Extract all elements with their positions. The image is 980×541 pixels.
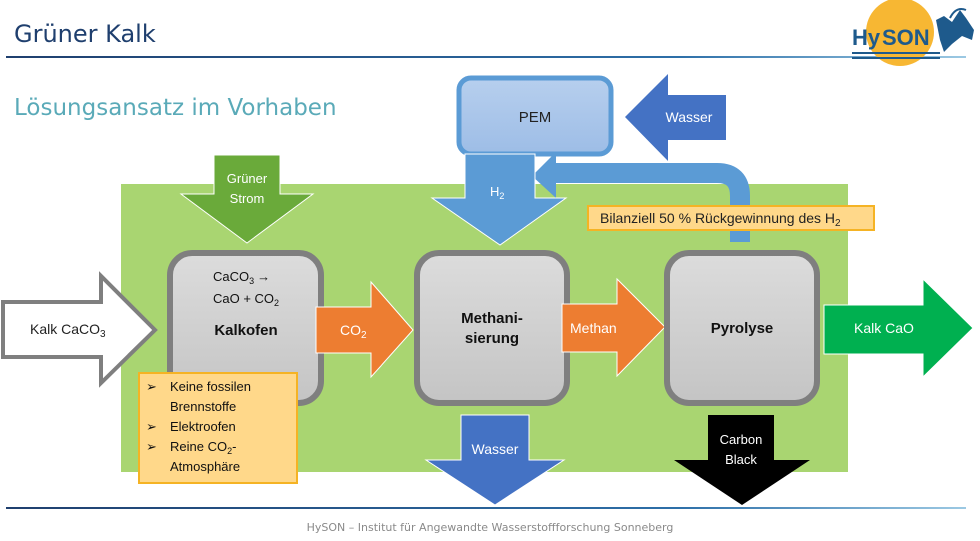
pyrolyse-node: [664, 250, 820, 406]
title-divider: [6, 56, 966, 58]
logo-text-son: SON: [882, 25, 930, 50]
co2-arrow: [315, 280, 414, 379]
h2-arrow: [430, 153, 568, 246]
gruener-strom-label-2: Strom: [230, 191, 265, 206]
methanisierung-label-2: sierung: [465, 330, 519, 347]
kalk-caco3-arrow: [1, 271, 158, 388]
h2-label: H2: [490, 184, 504, 201]
recycle-note: [587, 205, 875, 231]
kalk-caco3-label: Kalk CaCO3: [30, 321, 106, 340]
carbon-black-arrow: [674, 415, 810, 505]
wasser-in-arrow: [625, 74, 726, 161]
gruener-strom-arrow: [179, 154, 315, 244]
co2-label: CO2: [340, 322, 367, 341]
carbon-black-label-2: Black: [725, 452, 757, 467]
methanisierung-label-1: Methani-: [461, 310, 523, 327]
logo-underline: [852, 52, 940, 54]
wasser-out-arrow: [424, 414, 566, 506]
wasser-out-label: Wasser: [472, 441, 519, 457]
logo-text-hy: Hy: [852, 25, 881, 50]
methanisierung-node: [414, 250, 570, 406]
section-subtitle: Lösungsansatz im Vorhaben: [14, 95, 337, 121]
note-3-line-2: Atmosphäre: [170, 459, 240, 474]
kalkofen-notes: [138, 372, 298, 484]
note-bullet-icon: ➢: [146, 379, 157, 394]
note-bullet-icon: ➢: [146, 419, 157, 434]
gruener-strom-label-1: Grüner: [227, 171, 268, 186]
logo-underline-2: [852, 57, 940, 59]
h2-recycle-arrowhead: [532, 152, 556, 198]
wasser-in-label: Wasser: [666, 109, 713, 125]
methan-arrow: [561, 277, 666, 378]
note-1-line-2: Brennstoffe: [170, 399, 236, 414]
logo-whip-icon: [949, 8, 967, 19]
slide-title: Grüner Kalk: [14, 20, 156, 48]
logo-sun-icon: [866, 0, 934, 66]
pyrolyse-label: Pyrolyse: [711, 320, 774, 337]
kalk-cao-label: Kalk CaO: [854, 320, 914, 336]
hyson-logo: Hy SON: [852, 0, 974, 66]
recycle-note-text: Bilanziell 50 % Rückgewinnung des H2: [600, 210, 841, 229]
footer-text: HySON – Institut für Angewandte Wasserst…: [306, 521, 674, 534]
footer-divider: [6, 507, 966, 509]
kalkofen-reaction-2: CaO + CO2: [213, 291, 279, 308]
h2-recycle-arrow: [552, 163, 750, 242]
note-1-line-1: Keine fossilen: [170, 379, 251, 394]
carbon-black-label-1: Carbon: [720, 432, 763, 447]
note-bullet-icon: ➢: [146, 439, 157, 454]
kalk-cao-arrow: [823, 277, 974, 379]
note-3-line-1: Reine CO2-: [170, 439, 236, 456]
methan-label: Methan: [570, 320, 617, 336]
kalkofen-label: Kalkofen: [214, 322, 277, 339]
logo-horse-icon: [936, 10, 974, 52]
kalkofen-reaction-1: CaCO3→: [213, 269, 270, 286]
note-2-line-1: Elektroofen: [170, 419, 236, 434]
pem-label: PEM: [519, 109, 552, 126]
